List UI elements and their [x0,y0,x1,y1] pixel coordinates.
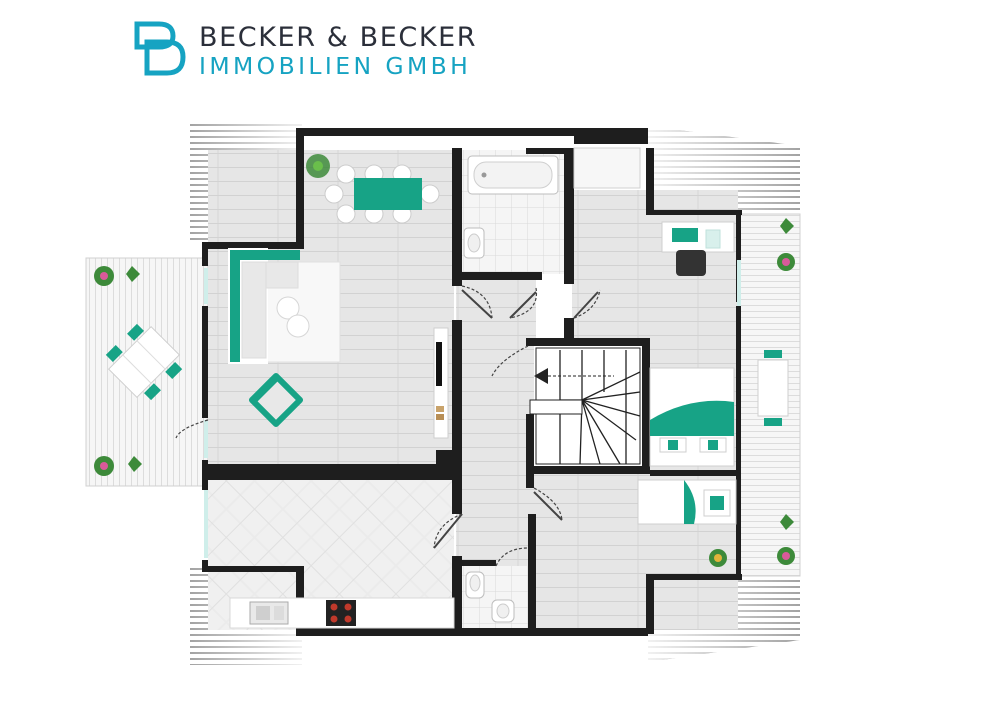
company-subtitle: IMMOBILIEN GMBH [199,52,472,80]
tv-unit-icon [433,327,449,439]
bb-monogram-icon [134,21,186,76]
armchair-icon [248,372,304,428]
company-logo: BECKER & BECKER IMMOBILIEN GMBH [133,18,493,82]
bed-icon [649,367,735,467]
sink-icon [249,601,289,625]
bath-window [526,148,566,154]
terrace-plants-east [777,218,795,565]
door-swings [175,285,601,567]
terrace-table-icon [757,350,789,426]
single-bed-icon [637,479,737,525]
windows [204,147,741,558]
company-name: BECKER & BECKER [199,22,478,53]
potted-plant-icon [709,549,727,567]
hallway-floor [456,280,536,566]
bathtub-icon [467,155,559,195]
stove-icon [326,600,356,626]
potted-plant-icon [306,154,330,178]
staircase-icon [529,346,642,466]
terrace-dining-icon [105,323,183,401]
sink-icon [463,227,485,259]
desk-icon [661,221,735,276]
wc-toilet-icon [491,599,515,623]
dining-table-icon [324,164,440,224]
toilet-icon [465,571,485,599]
sofa-icon [228,248,341,364]
terrace-plants [94,266,142,476]
